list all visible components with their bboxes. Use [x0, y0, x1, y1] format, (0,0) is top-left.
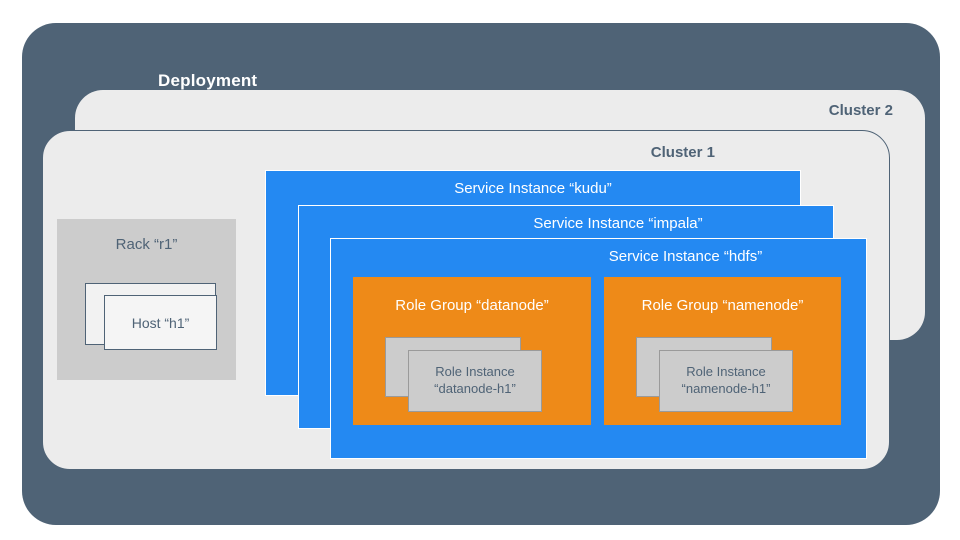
role-group-namenode-label: Role Group “namenode” [641, 297, 804, 314]
role-instance-datanode-line-2: “datanode-h1” [434, 381, 516, 396]
deployment-label: Deployment [158, 71, 258, 90]
cluster-1-label: Cluster 1 [650, 144, 715, 161]
service-instance-hdfs-label: Service Instance “hdfs” [608, 248, 763, 265]
role-instance-datanode-card-front: Role Instance “datanode-h1” [408, 350, 542, 412]
host-card-front: Host “h1” [104, 295, 217, 350]
role-group-datanode-label: Role Group “datanode” [395, 297, 549, 314]
service-instance-impala-label: Service Instance “impala” [533, 215, 703, 232]
cluster-2-label: Cluster 2 [828, 102, 893, 119]
role-instance-namenode-line-2: “namenode-h1” [681, 381, 771, 396]
service-instance-kudu-label: Service Instance “kudu” [454, 180, 612, 197]
role-instance-namenode-card-front: Role Instance “namenode-h1” [659, 350, 793, 412]
rack-label: Rack “r1” [115, 236, 178, 253]
role-instance-datanode-line-1: Role Instance [435, 364, 515, 380]
role-instance-namenode-line-1: Role Instance [686, 364, 766, 380]
host-label: Host “h1” [131, 314, 190, 331]
